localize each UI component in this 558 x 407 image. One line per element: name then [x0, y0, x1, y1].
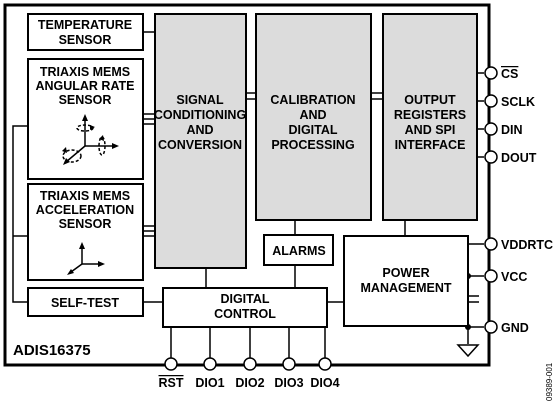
accelerometer-sensor-block: [27, 183, 144, 281]
pin-dio2-label: DIO2: [235, 376, 264, 390]
digital-control-block: [162, 287, 328, 328]
temperature-sensor-line2: SENSOR: [59, 33, 112, 47]
pin-dio1: [203, 357, 217, 371]
pin-din-label: DIN: [501, 123, 523, 137]
output-registers-block: [382, 13, 478, 221]
pin-rst-label: RST: [159, 376, 184, 390]
accel-line1: TRIAXIS MEMS: [40, 189, 130, 203]
temperature-sensor-block: [27, 13, 144, 51]
alarms-label: ALARMS: [272, 244, 325, 258]
self-test-block: [27, 287, 144, 317]
pin-sclk: [484, 94, 498, 108]
bottom-pins: RST DIO1 DIO2 DIO3 DIO4: [159, 357, 340, 390]
output-registers-line4: INTERFACE: [395, 138, 466, 152]
pin-dio3-label: DIO3: [274, 376, 303, 390]
pin-vddrtc-label: VDDRTC: [501, 238, 553, 252]
alarms-block: [263, 234, 334, 266]
pin-vcc-label: VCC: [501, 270, 527, 284]
gyro-line1: TRIAXIS MEMS: [40, 65, 130, 79]
pin-rst: [164, 357, 178, 371]
digital-control-line1: DIGITAL: [220, 292, 269, 306]
wiring: [12, 31, 484, 358]
figure-id: 09389-001: [545, 362, 554, 401]
pin-vcc: [484, 269, 498, 283]
pin-cs-label: CS: [501, 67, 518, 81]
angular-rate-axes-icon: [62, 114, 119, 165]
pin-sclk-label: SCLK: [501, 95, 535, 109]
temperature-sensor-line1: TEMPERATURE: [38, 18, 132, 32]
power-management-block: [343, 235, 469, 327]
right-pins: CS SCLK DIN DOUT VDDRTC VCC GND: [484, 66, 553, 335]
signal-conditioning-line1: SIGNAL: [176, 93, 224, 107]
pin-dio4: [318, 357, 332, 371]
pin-gnd-label: GND: [501, 321, 529, 335]
accel-line3: SENSOR: [59, 217, 112, 231]
signal-conditioning-line4: CONVERSION: [158, 138, 242, 152]
part-number: ADIS16375: [13, 342, 91, 359]
calibration-processing-block: [255, 13, 372, 221]
pin-dio1-label: DIO1: [195, 376, 224, 390]
self-test-label: SELF-TEST: [51, 296, 119, 310]
accel-line2: ACCELERATION: [36, 203, 134, 217]
calibration-line3: DIGITAL: [288, 123, 337, 137]
pin-vddrtc: [484, 237, 498, 251]
gyro-line2: ANGULAR RATE: [35, 79, 134, 93]
calibration-line2: AND: [299, 108, 326, 122]
pin-dio2: [243, 357, 257, 371]
output-registers-line3: AND SPI: [405, 123, 456, 137]
pin-gnd: [484, 320, 498, 334]
pin-dio3: [282, 357, 296, 371]
power-management-line1: POWER: [382, 266, 429, 280]
output-registers-line1: OUTPUT: [404, 93, 456, 107]
gyro-line3: SENSOR: [59, 93, 112, 107]
calibration-line1: CALIBRATION: [270, 93, 355, 107]
pin-din: [484, 122, 498, 136]
pin-cs: [484, 66, 498, 80]
pin-dio4-label: DIO4: [310, 376, 339, 390]
signal-conditioning-line2: CONDITIONING: [154, 108, 246, 122]
digital-control-line2: CONTROL: [214, 307, 276, 321]
pin-dout-label: DOUT: [501, 151, 537, 165]
power-management-line2: MANAGEMENT: [361, 281, 452, 295]
signal-conditioning-line3: AND: [186, 123, 213, 137]
calibration-line4: PROCESSING: [271, 138, 354, 152]
ground-icon: [456, 344, 480, 358]
signal-conditioning-block: [154, 13, 247, 269]
output-registers-line2: REGISTERS: [394, 108, 466, 122]
pin-dout: [484, 150, 498, 164]
acceleration-axes-icon: [67, 242, 105, 275]
